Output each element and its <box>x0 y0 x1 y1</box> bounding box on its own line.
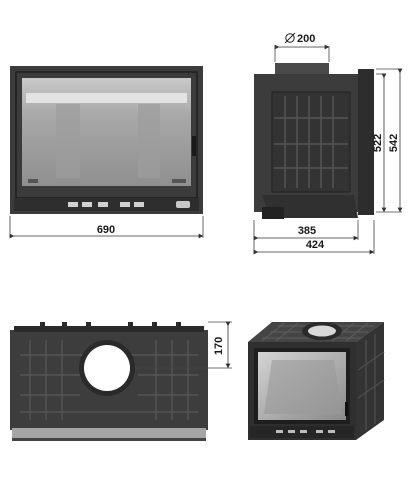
top-front-edge-shadow <box>12 438 206 441</box>
isometric-view <box>248 322 385 440</box>
iso-flue-opening <box>308 325 336 337</box>
side-depth-inner-label: 385 <box>298 225 316 237</box>
front-width-label: 690 <box>97 224 115 236</box>
front-glass-highlight <box>26 93 187 103</box>
side-view <box>254 63 374 219</box>
iso-glass-interior <box>264 360 342 414</box>
front-logo-left <box>28 179 38 183</box>
side-foot <box>262 207 284 219</box>
front-door-handle <box>192 136 196 156</box>
top-offset-label: 170 <box>213 337 225 355</box>
front-width-dimension: 690 <box>9 216 204 239</box>
top-offset-dimension: 170 <box>138 321 232 369</box>
top-rear-lip <box>14 326 204 332</box>
top-flue-outlet <box>84 345 130 391</box>
front-glass-reflection-right <box>138 104 160 178</box>
front-view <box>10 66 203 214</box>
side-depth-dimensions: 385 424 <box>253 220 375 255</box>
front-air-controls <box>68 202 144 207</box>
side-height-inner-label: 522 <box>372 134 384 152</box>
side-front-plate <box>358 69 374 215</box>
iso-handle <box>345 402 348 416</box>
side-depth-outer-label: 424 <box>306 239 325 251</box>
side-flue-collar <box>275 63 329 75</box>
side-base <box>262 195 358 218</box>
front-logo-right <box>172 179 186 183</box>
front-badge <box>176 201 190 208</box>
side-ribs <box>274 96 348 188</box>
front-glass-reflection-left <box>56 104 80 178</box>
iso-side-face <box>356 322 384 440</box>
diameter-icon <box>284 32 296 44</box>
side-height-outer-label: 542 <box>388 134 400 152</box>
top-front-edge <box>12 428 206 440</box>
side-height-dimensions: 522 542 <box>372 68 403 213</box>
iso-side-ribs <box>357 334 385 430</box>
flue-diameter-label: 200 <box>297 33 315 45</box>
flue-diameter-dimension: 200 <box>274 32 330 62</box>
top-view <box>10 322 208 441</box>
top-rear-tabs <box>40 322 181 328</box>
iso-air-controls <box>276 430 335 433</box>
side-ribbed-panel <box>271 91 351 193</box>
